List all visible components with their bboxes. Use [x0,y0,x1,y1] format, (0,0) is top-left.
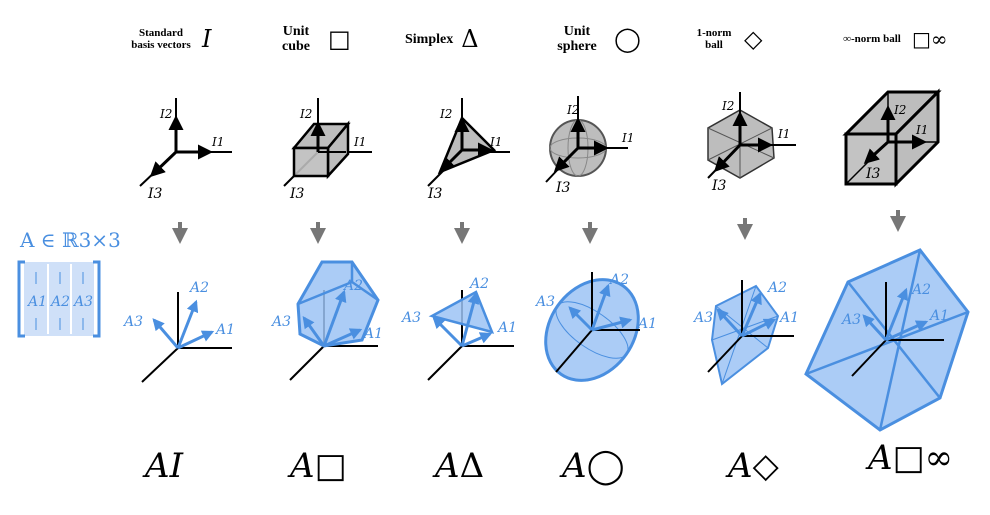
label-a3: A3 [534,294,555,310]
result-label-simplex: AΔ [435,446,485,486]
header-infnorm: ∞-norm ball □∞ [840,14,948,64]
label-a3: A3 [400,310,421,326]
label-i2: I2 [159,107,172,121]
label-i2: I2 [299,107,312,121]
label-a2: A2 [910,282,931,298]
label-a2: A2 [468,276,489,292]
result-label-infnorm: A□∞ [868,438,954,478]
header-onenorm-title: 1-norm ball [696,27,732,51]
label-i1: I1 [915,123,928,137]
transformed-simplex-figure: A2 A1 A3 [400,276,517,381]
onenorm-symbol: ◇ [744,25,763,53]
onenorm-ball-figure: I2 I1 I3 [707,92,796,194]
label-i2: I2 [721,99,734,113]
label-i3: I3 [147,186,163,202]
transformed-standard-figure: A2 A1 A3 [122,280,235,383]
header-standard: Standard basis vectors I [128,14,211,64]
result-label-standard: AI [145,446,183,486]
header-simplex-title: Simplex [405,31,454,47]
header-sphere-title: Unit sphere [557,24,597,54]
result-label-cube: A□ [290,446,347,486]
label-i2: I2 [566,103,579,117]
label-i1: I1 [777,127,790,141]
label-a2: A2 [766,280,787,296]
label-i1: I1 [211,135,224,149]
cube-symbol: □ [328,25,351,53]
matrix-glyph: A1 A2 A3 [17,260,101,338]
label-i3: I3 [865,166,881,182]
label-a2: A2 [342,278,363,294]
transformed-sphere-figure: A2 A1 A3 [534,272,657,382]
matrix-col-3: A3 [72,294,93,310]
sphere-symbol: ◯ [614,25,641,53]
label-i3: I3 [289,186,305,202]
label-i3: I3 [555,180,571,196]
label-i1: I1 [489,135,502,149]
simplex-figure: I2 I1 I3 [427,98,510,202]
label-i3: I3 [711,178,727,194]
label-a3: A3 [692,310,713,326]
label-i1: I1 [621,131,634,145]
unit-sphere-figure: I2 I1 I3 [545,96,634,196]
standard-basis-figure: I2 I1 I3 [139,98,232,202]
label-a3: A3 [270,314,291,330]
label-a1: A1 [928,308,949,324]
header-sphere: Unit sphere ◯ [548,14,641,64]
matrix-label: A ∈ ℝ3×3 [20,228,121,252]
transformed-infnorm-figure: A2 A1 A3 [804,248,970,432]
infnorm-ball-figure: I2 I1 I3 [842,88,942,188]
down-arrows [172,210,906,244]
label-i3: I3 [427,186,443,202]
result-label-sphere: A◯ [562,446,625,486]
header-cube: Unit cube □ [272,14,351,64]
label-a2: A2 [608,272,629,288]
label-a2: A2 [188,280,209,296]
transformed-onenorm-figure: A2 A1 A3 [692,280,799,386]
infnorm-symbol: □∞ [912,27,948,51]
header-cube-title: Unit cube [282,24,310,54]
header-infnorm-title: ∞-norm ball [843,33,901,45]
label-a1: A1 [778,310,799,326]
simplex-symbol: Δ [461,25,479,53]
label-i1: I1 [353,135,366,149]
header-standard-title: Standard basis vectors [131,27,191,51]
label-i2: I2 [439,107,452,121]
label-a1: A1 [496,320,517,336]
matrix-col-1: A1 [26,294,47,310]
header-onenorm: 1-norm ball ◇ [692,14,763,64]
label-a1: A1 [214,322,235,338]
result-label-onenorm: A◇ [728,446,779,486]
label-i2: I2 [893,103,906,117]
header-simplex: Simplex Δ [405,14,479,64]
label-a1: A1 [362,326,383,342]
matrix-col-2: A2 [49,294,70,310]
identity-symbol: I [202,25,212,53]
unit-cube-figure: I2 I1 I3 [283,98,372,202]
label-a1: A1 [636,316,657,332]
transformed-cube-figure: A2 A1 A3 [270,260,383,381]
label-a3: A3 [122,314,143,330]
label-a3: A3 [840,312,861,328]
